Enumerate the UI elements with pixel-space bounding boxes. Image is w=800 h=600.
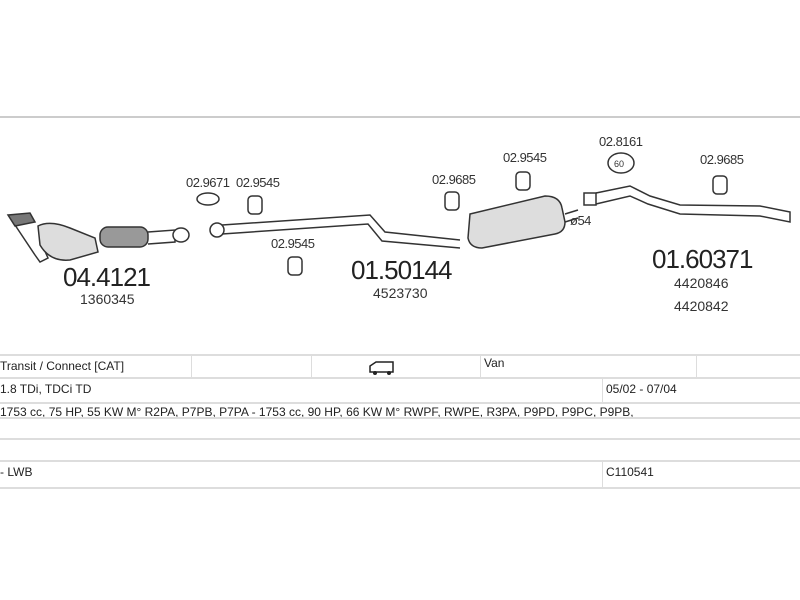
accessory-label: 02.8161 (599, 134, 643, 149)
front-pipe-drawing (209, 214, 461, 249)
hanger-icon (287, 256, 303, 276)
oem-number: 4523730 (373, 285, 428, 301)
diameter-label: ø54 (570, 213, 591, 228)
years-cell: 05/02 - 07/04 (602, 379, 800, 404)
engine-cell: 1.8 TDi, TDCi TD (0, 382, 92, 396)
variant-cell: - LWB (0, 465, 33, 479)
accessory-label: 02.9545 (271, 236, 315, 251)
part-number: 04.4121 (63, 262, 151, 292)
table-row: 1.8 TDi, TDCi TD 05/02 - 07/04 (0, 377, 800, 404)
catalytic-converter-drawing (6, 212, 190, 263)
specs-cell: 1753 cc, 75 HP, 55 KW M° R2PA, P7PB, P7P… (0, 405, 634, 419)
empty-cell (191, 356, 311, 379)
table-row: 1753 cc, 75 HP, 55 KW M° R2PA, P7PB, P7P… (0, 402, 800, 419)
body-cell: Van (480, 356, 696, 379)
hanger-icon (247, 195, 263, 215)
clamp-size: 60 (614, 159, 624, 169)
rear-pipe-drawing (583, 185, 791, 223)
accessory-label: 02.9545 (503, 150, 547, 165)
part-number: 01.60371 (652, 244, 753, 274)
part-number: 01.50144 (351, 255, 452, 285)
accessory-label: 02.9685 (700, 152, 744, 167)
table-row (0, 438, 800, 462)
oem-number: 4420846 (674, 275, 729, 291)
oem-number: 4420842 (674, 298, 729, 314)
silencer-drawing (467, 195, 579, 249)
accessory-label: 02.9545 (236, 175, 280, 190)
clamp-icon (607, 152, 635, 174)
accessory-label: 02.9685 (432, 172, 476, 187)
oem-number: 1360345 (80, 291, 135, 307)
gasket-icon (196, 192, 220, 206)
empty-cell (696, 356, 800, 379)
icon-cell (311, 356, 480, 379)
hanger-icon (444, 191, 460, 211)
top-divider (0, 116, 800, 118)
model-cell: Transit / Connect [CAT] (0, 359, 125, 373)
hanger-icon (712, 175, 728, 195)
table-row: Transit / Connect [CAT] Van (0, 354, 800, 379)
van-icon (369, 361, 394, 375)
table-row (0, 417, 800, 440)
accessory-label: 02.9671 (186, 175, 230, 190)
hanger-icon (515, 171, 531, 191)
code-cell: C110541 (602, 462, 800, 487)
table-row: - LWB C110541 (0, 460, 800, 489)
exhaust-diagram: 60 (6, 152, 791, 276)
